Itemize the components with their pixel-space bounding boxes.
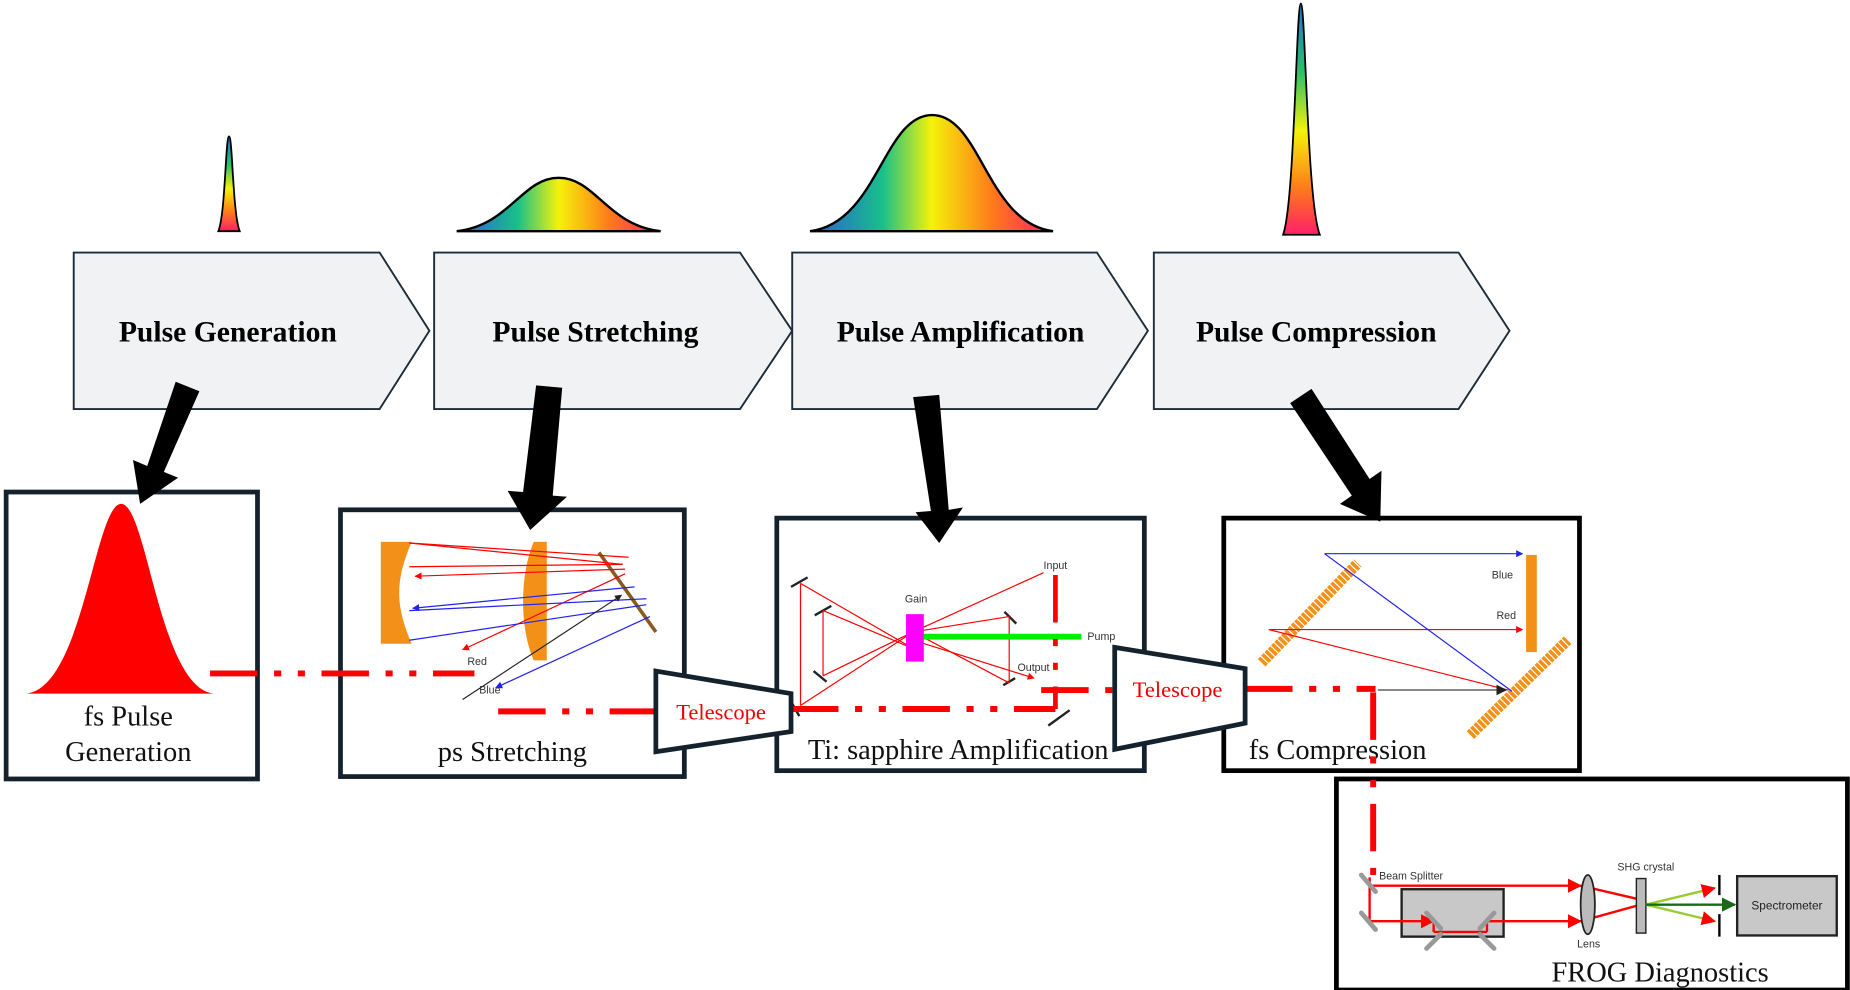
short-pulse-icon: [217, 135, 242, 233]
telescope-label: Telescope: [1133, 677, 1223, 702]
fs-pulse-shape: [26, 503, 214, 694]
stage-label: Pulse Compression: [1196, 316, 1437, 348]
label-red: Red: [467, 656, 487, 668]
telescope-2: Telescope: [1112, 644, 1248, 753]
amplified-pulse-icon: [809, 113, 1054, 233]
telescope-label: Telescope: [676, 700, 766, 725]
panel-caption: Generation: [65, 737, 191, 768]
panel-amplification: [774, 515, 1147, 774]
compressed-pulse-icon: [1281, 2, 1322, 236]
telescope-1: Telescope: [653, 668, 794, 755]
label-blue: Blue: [1492, 570, 1513, 582]
stage-pulse-stretching: Pulse Stretching: [433, 251, 794, 410]
stage-pulse-amplification: Pulse Amplification: [791, 251, 1150, 410]
panel-caption: Ti: sapphire Amplification: [808, 735, 1109, 766]
stretcher-optics: Red Blue: [380, 541, 658, 701]
frog-optics: Spectrometer Beam Splitter SHG crystal L…: [1358, 861, 1838, 951]
label-input: Input: [1044, 560, 1068, 572]
label-lens: Lens: [1577, 938, 1600, 950]
stretched-pulse-icon: [456, 176, 661, 233]
arrow-icon: [133, 381, 1382, 544]
panel-compression: [1221, 515, 1582, 774]
label-gain: Gain: [905, 593, 928, 605]
label-spectrometer: Spectrometer: [1751, 898, 1822, 912]
label-beam-splitter: Beam Splitter: [1379, 871, 1443, 883]
panel-caption: FROG Diagnostics: [1551, 958, 1768, 989]
label-blue: Blue: [479, 685, 500, 697]
laser-beam-path: [210, 670, 1377, 878]
stage-pulse-compression: Pulse Compression: [1152, 251, 1511, 410]
label-output: Output: [1017, 662, 1049, 674]
compressor-optics: Blue Red: [1257, 550, 1572, 739]
label-shg-crystal: SHG crystal: [1617, 861, 1674, 873]
label-red: Red: [1496, 610, 1516, 622]
stage-label: Pulse Stretching: [492, 316, 698, 348]
stage-label: Pulse Amplification: [837, 316, 1085, 348]
stage-label: Pulse Generation: [119, 316, 338, 348]
label-pump: Pump: [1087, 631, 1115, 643]
panel-caption: ps Stretching: [438, 737, 587, 768]
panel-caption: fs Pulse: [84, 702, 173, 733]
panel-caption: fs Compression: [1249, 735, 1427, 766]
amplifier-optics: Gain Input Pump Output: [788, 560, 1115, 727]
spectrometer: [1735, 874, 1838, 937]
stage-pulse-generation: Pulse Generation: [72, 251, 431, 410]
